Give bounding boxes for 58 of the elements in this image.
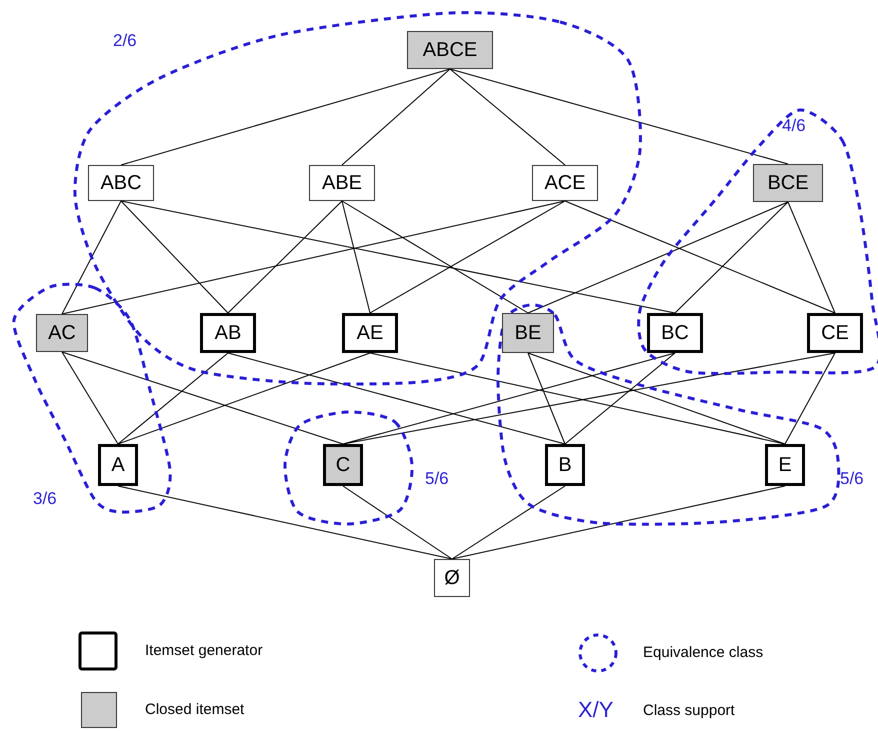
connector-line [342, 200, 528, 314]
connector-line [450, 68, 566, 166]
itemset-box: E [765, 444, 805, 486]
connector-line [342, 68, 450, 166]
legend-sample-text: X/Y [578, 698, 614, 722]
itemset-box: B [545, 444, 585, 486]
legend-label: Closed itemset [145, 701, 244, 718]
class-support-label: 2/6 [113, 32, 137, 51]
connector-line [342, 352, 676, 444]
connector-line [118, 352, 228, 444]
connector-line [450, 68, 788, 164]
connector-line [62, 200, 122, 314]
connector-line [62, 352, 344, 444]
itemset-box: AB [200, 313, 256, 353]
legend-label: Equivalence class [643, 644, 764, 661]
itemset-box: A [98, 444, 138, 486]
class-support-label: 3/6 [33, 490, 57, 509]
connector-line [788, 202, 836, 314]
connector-line [342, 352, 836, 444]
connector-line [120, 200, 228, 314]
connector-line [62, 352, 118, 444]
connector-line [784, 352, 836, 444]
closed-itemset-box: AC [36, 314, 88, 352]
connector-line [118, 352, 370, 444]
closed-itemset-box: C [323, 444, 363, 486]
connector-line [342, 486, 452, 560]
closed-itemset-box: BCE [753, 164, 823, 202]
connector-line [342, 200, 370, 314]
connector-line [528, 352, 566, 444]
connector-line [370, 200, 566, 314]
closed-itemset-box: ABCE [407, 31, 493, 69]
connector-line [228, 352, 566, 444]
connector-line [120, 200, 676, 314]
connector-line [674, 202, 788, 314]
connector-line [452, 486, 566, 560]
itemset-box: Ø [434, 559, 470, 597]
connector-line [370, 352, 786, 444]
connector-line [528, 352, 786, 444]
itemset-box: ABC [88, 165, 154, 201]
class-support-label: 4/6 [782, 117, 806, 136]
connector-line [120, 68, 450, 166]
itemset-box: ACE [532, 165, 598, 201]
itemset-box: AE [342, 313, 398, 353]
class-support-label: 5/6 [840, 470, 864, 489]
connector-line [564, 200, 836, 314]
connector-line [228, 200, 342, 314]
itemset-box: BC [647, 313, 703, 353]
itemset-box: CE [807, 313, 863, 353]
legend-label: Itemset generator [145, 642, 263, 659]
connector-line [62, 200, 566, 314]
connector-line [564, 352, 676, 444]
connector-line [452, 486, 786, 560]
connector-line [118, 486, 452, 560]
closed-itemset-box: BE [502, 313, 554, 353]
itemset-box: ABE [309, 165, 375, 201]
legend-label: Class support [643, 702, 735, 719]
class-support-label: 5/6 [425, 470, 449, 489]
connector-line [528, 202, 788, 314]
